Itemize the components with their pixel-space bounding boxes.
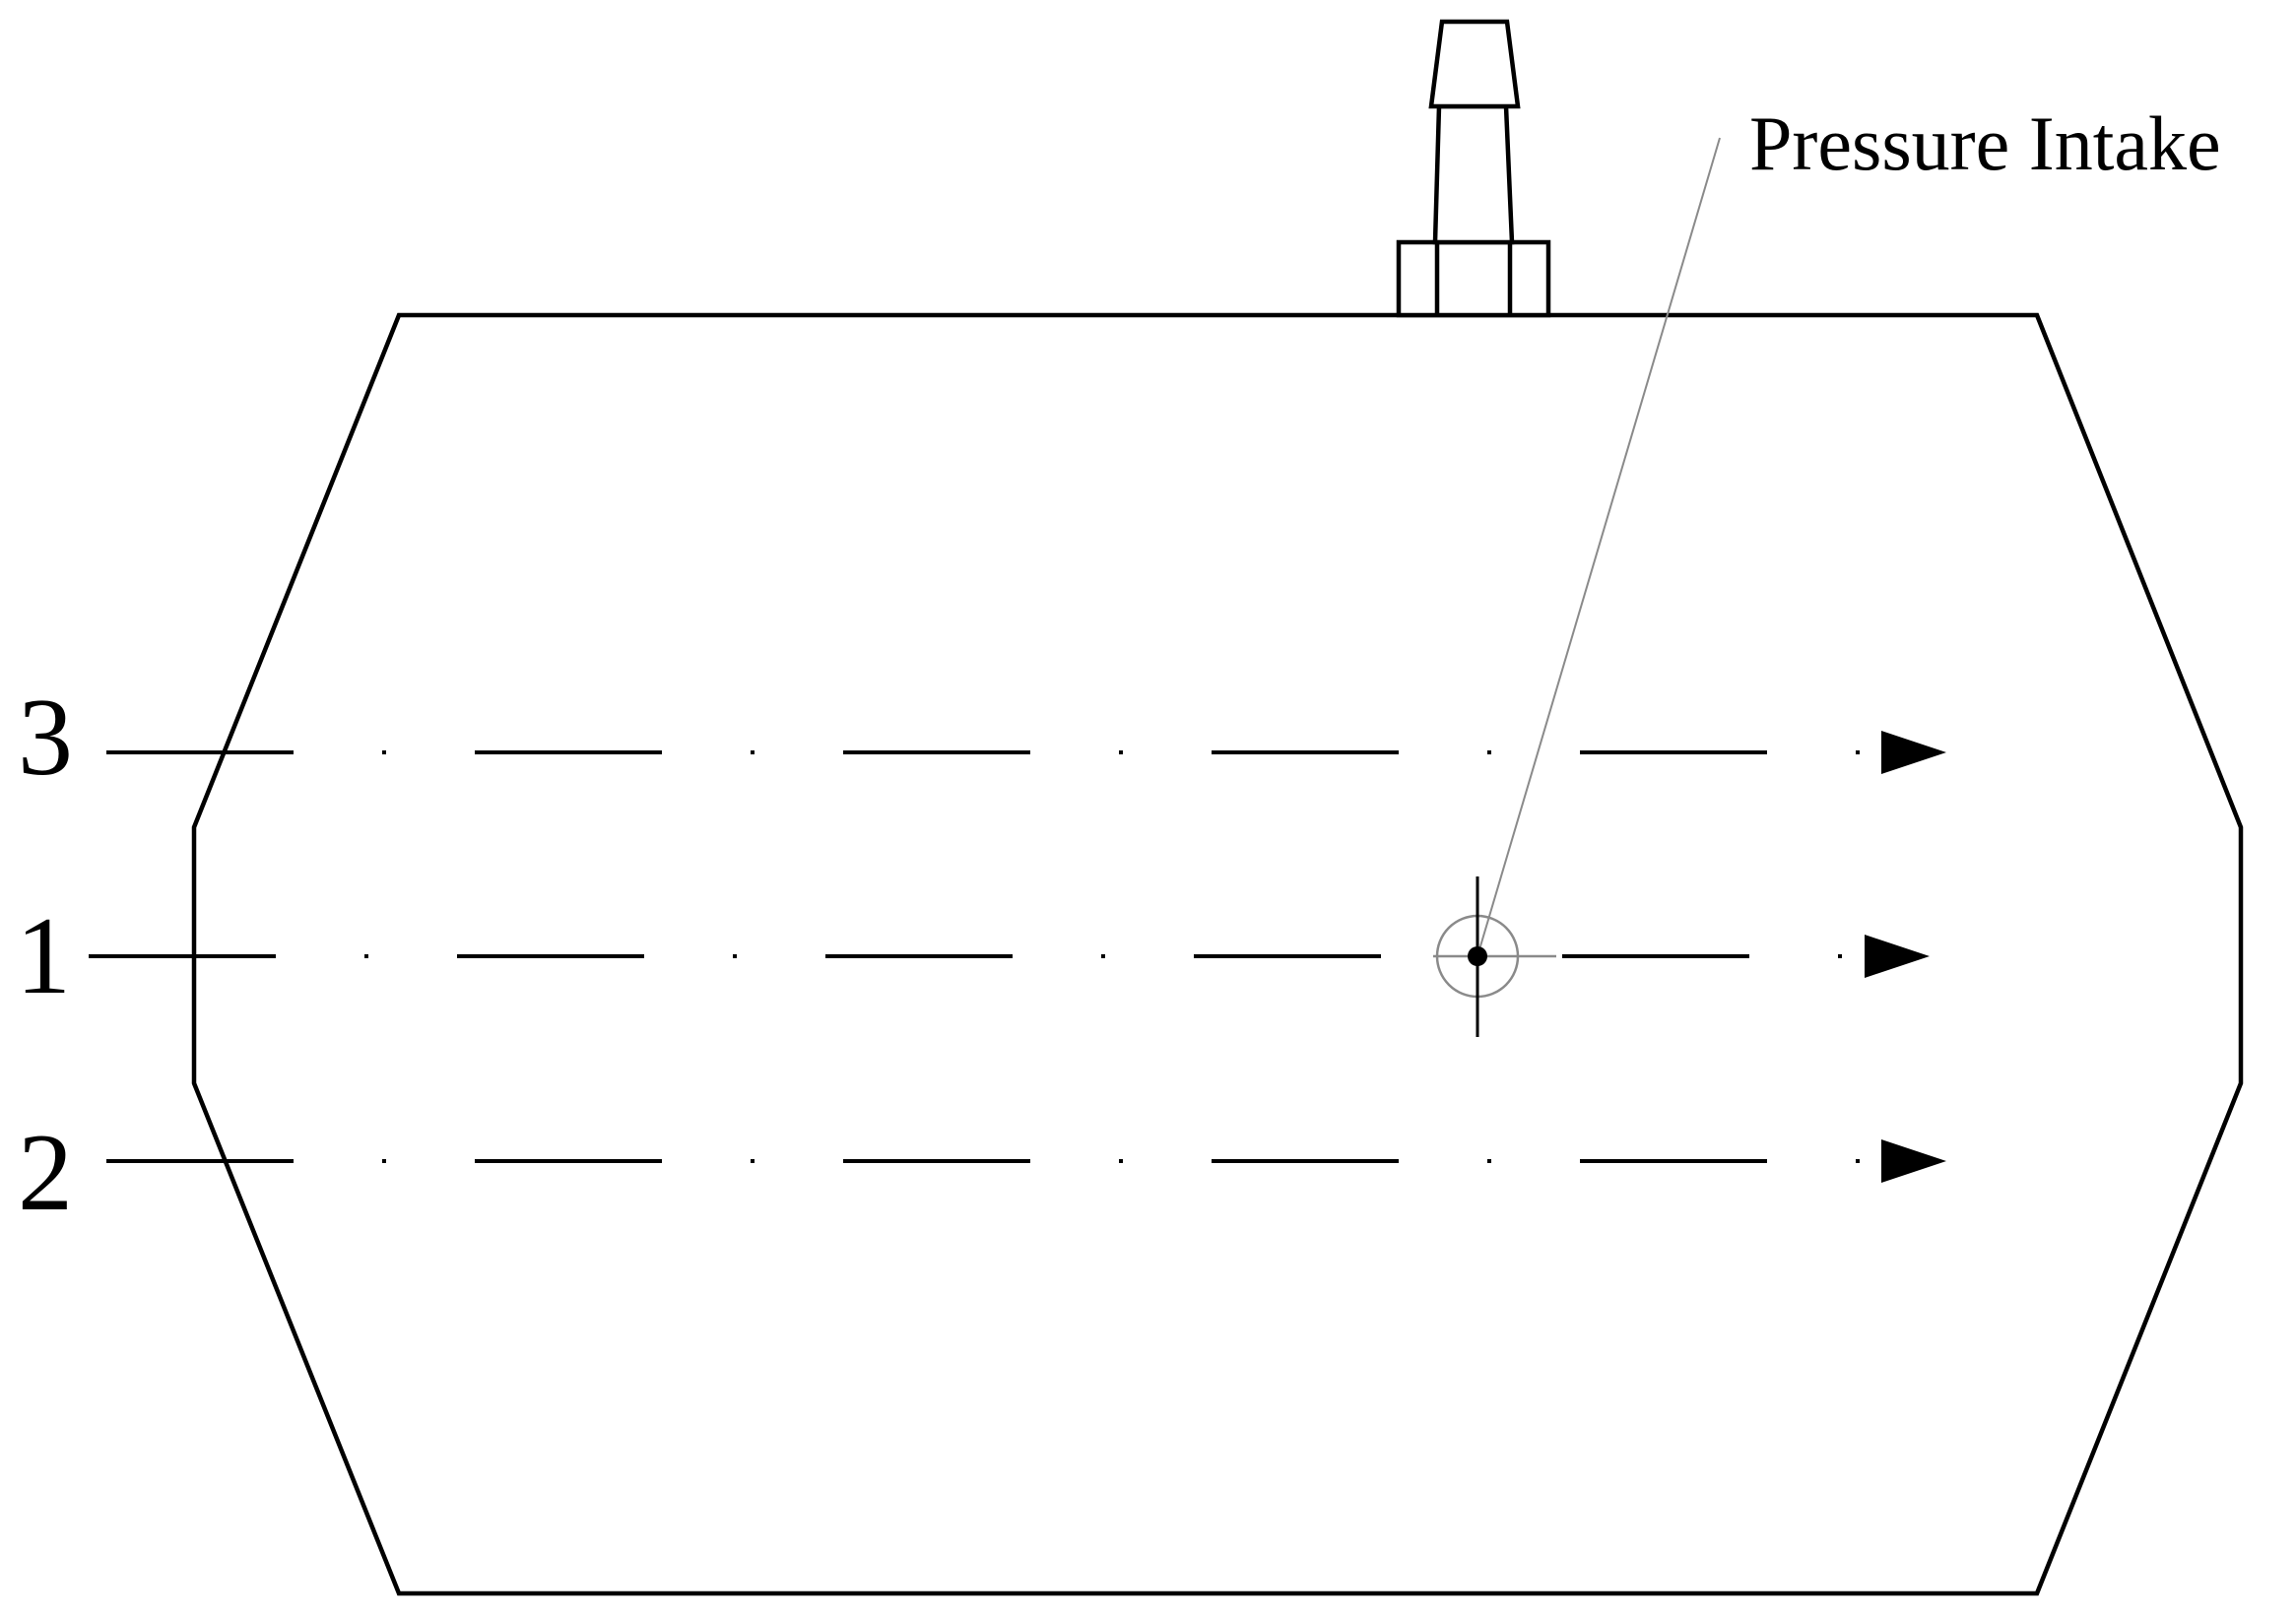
- housing-outline: [191, 312, 2244, 1596]
- intake-point-dot: [1468, 946, 1487, 966]
- flow-line-label: 3: [18, 677, 73, 799]
- flow-line-2: 2: [18, 1112, 1946, 1234]
- flow-line-1: 1: [16, 895, 1930, 1017]
- callout-leader-line: [1476, 137, 1721, 957]
- flow-line-3: 3: [18, 677, 1946, 799]
- flow-line-label: 1: [16, 895, 71, 1017]
- fitting-barb: [1428, 19, 1521, 109]
- flow-arrow-head: [1881, 1139, 1946, 1183]
- fitting-stem: [1432, 103, 1515, 245]
- callout-label: Pressure Intake: [1749, 100, 2221, 186]
- fitting-nut: [1396, 239, 1551, 318]
- flow-arrow-head: [1865, 935, 1930, 978]
- pressure-intake-marker: [1433, 137, 1721, 1037]
- flow-arrow-head: [1881, 731, 1946, 774]
- hose-fitting: [1396, 19, 1551, 318]
- flow-line-label: 2: [18, 1112, 73, 1234]
